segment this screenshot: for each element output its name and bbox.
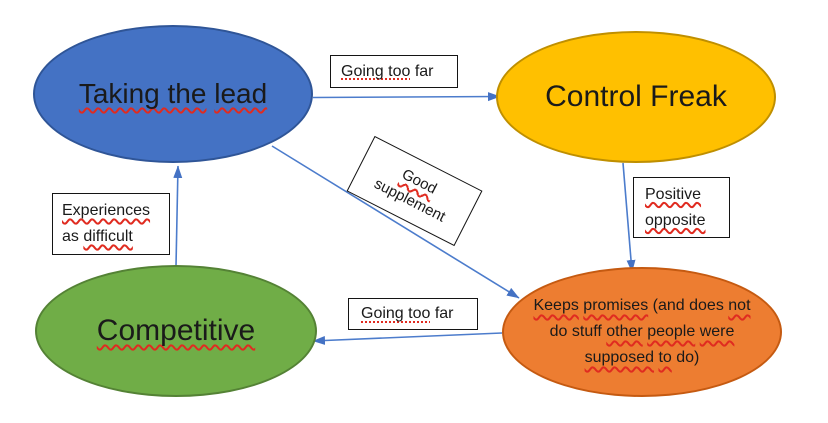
- edge-label-experiences[interactable]: Experiences as difficult: [52, 193, 170, 255]
- spellcheck-underline: Taking the: [78, 78, 207, 109]
- edge-label-text: opposite: [645, 208, 729, 234]
- spellcheck-underline: difficult: [83, 228, 133, 245]
- spellcheck-underline: Positive: [645, 185, 702, 203]
- arrow-taking-the-lead-to-keeps-promises[interactable]: [271, 145, 520, 299]
- spellcheck-underline: Competitive: [96, 314, 256, 347]
- node-label: Competitive: [97, 313, 255, 349]
- arrow-taking-the-lead-to-control-freak[interactable]: [312, 92, 501, 102]
- spellcheck-underline: people: [647, 323, 696, 340]
- arrow-keeps-promises-to-competitive[interactable]: [312, 332, 503, 345]
- node-keeps-promises[interactable]: Keeps promises (and does not do stuff ot…: [502, 267, 782, 397]
- spellcheck-underline: were: [699, 323, 735, 340]
- spellcheck-underline: Experiences: [62, 202, 151, 219]
- text-segment: do): [671, 349, 700, 366]
- text-segment: far: [430, 305, 454, 322]
- arrow-competitive-to-taking-the-lead[interactable]: [173, 165, 183, 267]
- edge-label-text: Going too far: [361, 305, 477, 323]
- edge-label-text: Positive: [645, 182, 729, 208]
- text-segment: (and does: [648, 297, 729, 314]
- node-competitive[interactable]: Competitive: [35, 265, 317, 397]
- spellcheck-underline: supposed: [584, 349, 654, 366]
- node-label: Taking the lead: [79, 77, 267, 111]
- spellcheck-underline: lead: [214, 78, 268, 109]
- edge-label-text: Going too far: [341, 63, 457, 81]
- spellcheck-underline: Going too: [361, 305, 431, 322]
- text-segment: do stuff: [549, 323, 607, 340]
- node-label: Control Freak: [545, 79, 727, 115]
- edge-label-text: as difficult: [62, 224, 169, 250]
- edge-label-going-too-far-bottom[interactable]: Going too far: [348, 298, 478, 330]
- edge-label-text: Experiences: [62, 198, 169, 224]
- spellcheck-underline: Keeps: [533, 297, 579, 314]
- node-label: supposed to do): [585, 345, 700, 371]
- node-taking-the-lead[interactable]: Taking the lead: [33, 25, 313, 163]
- node-control-freak[interactable]: Control Freak: [496, 31, 776, 163]
- text-segment: far: [410, 62, 434, 80]
- spellcheck-underline: Going too: [341, 62, 411, 80]
- edge-label-going-too-far-top[interactable]: Going too far: [330, 55, 458, 88]
- edge-label-positive-opposite[interactable]: Positive opposite: [633, 177, 730, 238]
- spellcheck-underline: other: [606, 323, 643, 340]
- spellcheck-underline: not: [728, 297, 751, 314]
- spellcheck-underline: to: [658, 349, 672, 366]
- spellcheck-underline: opposite: [645, 211, 706, 229]
- text-segment: as: [62, 228, 84, 245]
- spellcheck-underline: promises: [583, 297, 649, 314]
- node-label: do stuff other people were: [550, 319, 735, 345]
- node-label: Keeps promises (and does not: [533, 293, 750, 319]
- text-segment: Control Freak: [545, 80, 727, 113]
- arrow-control-freak-to-keeps-promises[interactable]: [622, 162, 636, 273]
